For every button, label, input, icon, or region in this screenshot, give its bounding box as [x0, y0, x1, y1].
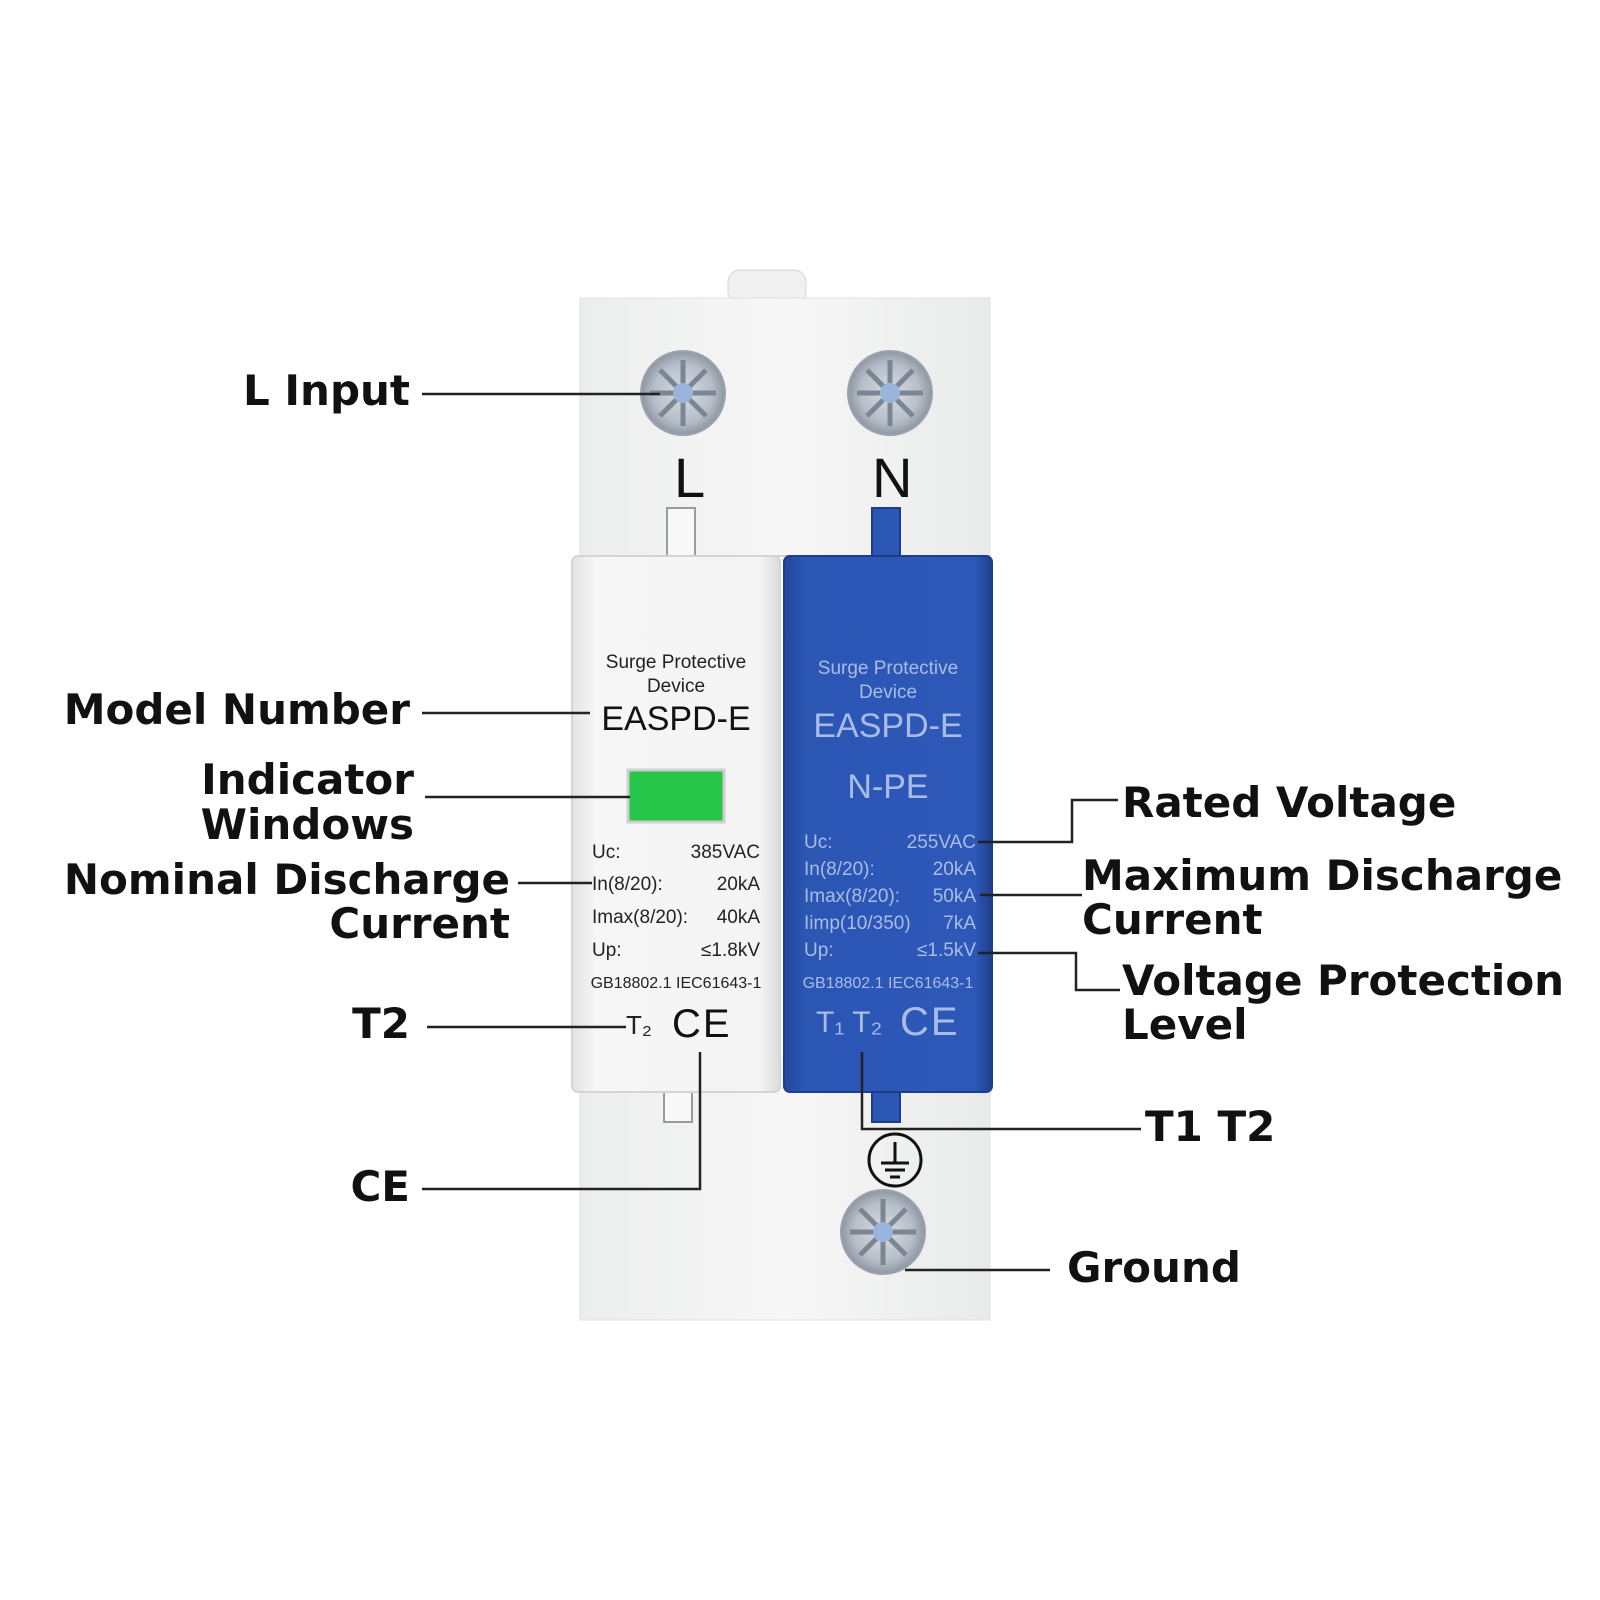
module-n-type-mark: T₁ T₂	[816, 1006, 883, 1039]
module-n-body	[783, 555, 993, 1093]
callout-rated-voltage: Rated Voltage	[1122, 778, 1457, 827]
callout-ground: Ground	[1067, 1243, 1241, 1292]
callout-voltage-protection-line1: Voltage Protection	[1122, 956, 1565, 1005]
module-n-model: EASPD-E	[813, 707, 963, 745]
callout-t2: T2	[352, 999, 410, 1048]
module-n-name-line1: Surge Protective	[817, 658, 959, 679]
module-l-name-line1: Surge Protective	[605, 652, 747, 673]
module-l-type-mark: T₂	[626, 1010, 652, 1040]
callout-l-input: L Input	[243, 366, 410, 415]
ground-symbol-icon	[867, 1132, 923, 1188]
callout-nominal-discharge-line2: Current	[329, 899, 510, 948]
module-n-ce-mark: CE	[900, 1000, 960, 1044]
terminal-n-label: N	[872, 446, 913, 509]
screw-l-icon	[640, 350, 726, 436]
module-n-sub: N-PE	[847, 768, 929, 806]
callout-voltage-protection-line2: Level	[1122, 1000, 1248, 1049]
callout-indicator-windows-line1: Indicator	[201, 755, 414, 804]
callout-max-discharge-line2: Current	[1082, 895, 1263, 944]
callout-max-discharge-line1: Maximum Discharge	[1082, 851, 1563, 900]
module-n-name-line2: Device	[858, 682, 918, 703]
callout-model-number: Model Number	[63, 685, 410, 734]
module-n-standards: GB18802.1 IEC61643-1	[802, 975, 974, 992]
tab-l-top	[666, 507, 696, 561]
screw-n-icon	[847, 350, 933, 436]
screw-ground-icon	[840, 1189, 926, 1275]
module-l-name-line2: Device	[646, 676, 706, 697]
callout-indicator-windows-line2: Windows	[200, 800, 414, 849]
module-l-standards: GB18802.1 IEC61643-1	[590, 975, 762, 992]
module-l-body	[571, 555, 781, 1093]
housing-top	[579, 297, 991, 557]
terminal-l-label: L	[674, 446, 706, 509]
leader-lines	[422, 392, 1141, 1272]
callout-nominal-discharge-line1: Nominal Discharge	[63, 855, 510, 904]
indicator-window	[626, 768, 726, 824]
module-l-ce-mark: CE	[672, 1002, 732, 1046]
module-l-model: EASPD-E	[601, 700, 751, 738]
tab-n-top	[871, 507, 901, 561]
callout-t1t2: T1 T2	[1145, 1102, 1276, 1151]
callout-ce: CE	[350, 1162, 410, 1211]
